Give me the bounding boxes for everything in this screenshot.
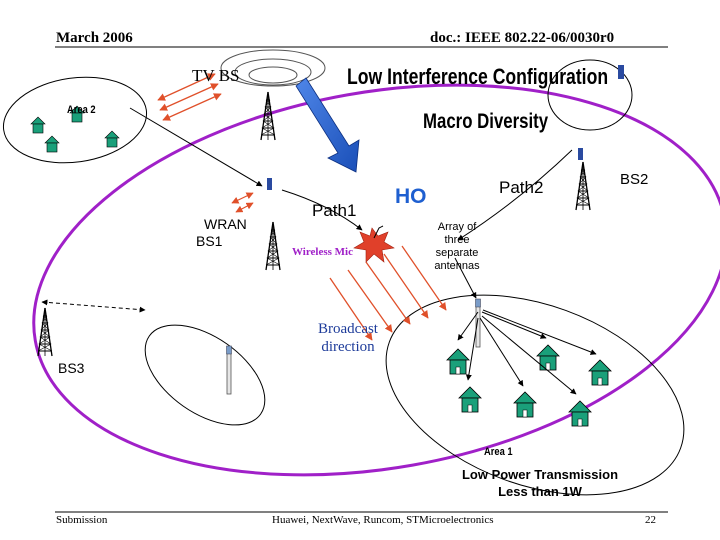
area1-ellipse	[385, 294, 685, 496]
broadcast-line: direction	[321, 339, 375, 355]
low-power-line: Less than 1W	[498, 484, 582, 499]
broadcast-arrows	[329, 245, 447, 341]
array-note-line: three	[444, 234, 470, 246]
array-fanout-arrows	[457, 309, 597, 395]
array-note-line: Array of	[437, 221, 477, 233]
bs3-dashed-link	[41, 299, 146, 313]
bs1-ellipse	[144, 324, 266, 426]
bs1-orange-arrows	[231, 192, 254, 213]
bs2-label: BS2	[620, 171, 649, 188]
path1-label: Path1	[312, 201, 357, 220]
bs1-tower-icon	[265, 221, 281, 271]
wran-label: WRAN	[204, 216, 247, 232]
title-tx-icon	[618, 65, 624, 79]
low-power-note: Low Power Transmission Less than 1W	[440, 466, 640, 500]
ho-label: HO	[395, 185, 427, 208]
broadcast-line: Broadcast	[318, 321, 378, 337]
path2-label: Path2	[499, 178, 544, 197]
wireless-mic-icon	[353, 227, 395, 263]
area2-ellipse	[2, 76, 148, 164]
footer-authors: Huawei, NextWave, Runcom, STMicroelectro…	[272, 514, 494, 526]
coverage-ellipse	[32, 83, 720, 477]
array-note-line: antennas	[434, 260, 480, 272]
footer-page-number: 22	[645, 514, 656, 526]
array-note-line: separate	[435, 247, 479, 259]
broadcast-direction-label: Broadcast direction	[318, 320, 378, 356]
path1-link	[281, 189, 363, 231]
mic-stand-icon	[373, 225, 384, 239]
header-doc-id: doc.: IEEE 802.22-06/0030r0	[430, 30, 615, 46]
low-power-line: Low Power Transmission	[461, 467, 619, 482]
bs3-label: BS3	[58, 360, 85, 376]
area1-label: Area 1	[484, 446, 513, 458]
tv-bs-label: TV BS	[192, 66, 240, 85]
tv-bs-rings	[220, 49, 326, 87]
bs1-tx-icon	[267, 178, 272, 190]
tv-interference-arrows	[157, 73, 222, 121]
subtitle-macro-diversity: Macro Diversity	[423, 110, 549, 133]
array-antenna-icon	[475, 298, 481, 348]
path2-link	[457, 149, 573, 241]
bs2-tx-icon	[578, 148, 583, 160]
bs2-tower-icon	[575, 161, 591, 211]
array-note: Array of three separate antennas	[424, 221, 490, 273]
bs1-antenna-icon	[226, 345, 232, 395]
array-note-pointer	[454, 257, 477, 299]
blue-arrow-icon	[295, 77, 360, 173]
title-low-interference: Low Interference Configuration	[347, 64, 609, 89]
area2-label: Area 2	[67, 104, 96, 116]
bs1-label: BS1	[196, 233, 223, 249]
area2-to-bs1-link	[129, 107, 263, 187]
header-date: March 2006	[56, 30, 133, 46]
bs2-ellipse	[547, 59, 633, 131]
bs3-tower-icon	[37, 307, 53, 357]
footer-submission: Submission	[56, 514, 108, 526]
wireless-mic-label: Wireless Mic	[292, 246, 353, 258]
